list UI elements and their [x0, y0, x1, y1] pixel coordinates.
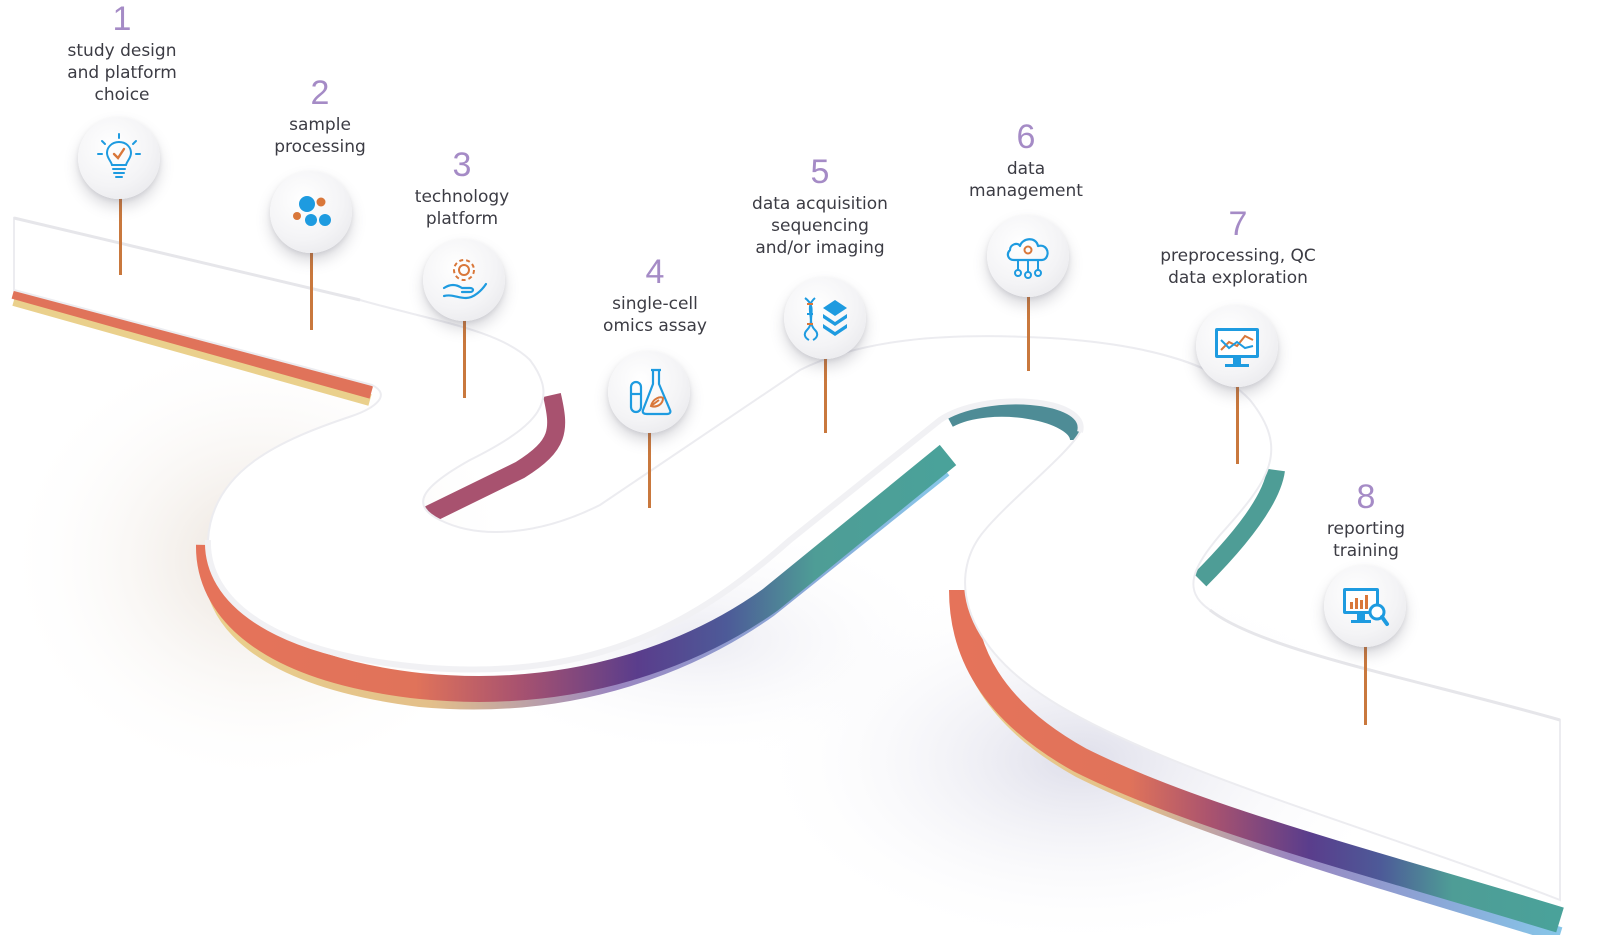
step-number: 6	[1016, 118, 1036, 156]
monitor-chart-icon	[1196, 305, 1278, 387]
gear-hand-icon	[423, 239, 505, 321]
step-7: 7 preprocessing, QC data exploration	[1160, 207, 1316, 289]
step-label: sample processing	[274, 115, 366, 157]
pin-line-3	[463, 318, 466, 398]
step-number: 5	[810, 153, 830, 191]
step-2: 2 sample processing	[274, 76, 366, 158]
step-6: 6 data management	[969, 120, 1083, 202]
lab-flask-icon	[608, 351, 690, 433]
report-magnifier-icon	[1324, 565, 1406, 647]
pin-line-4	[648, 428, 651, 508]
step-number: 7	[1228, 205, 1248, 243]
step-8: 8 reporting training	[1327, 480, 1405, 562]
pin-line-5	[824, 355, 827, 433]
lightbulb-icon	[78, 117, 160, 199]
step-number: 3	[452, 146, 472, 184]
dna-layers-icon	[784, 277, 866, 359]
step-label: reporting training	[1326, 519, 1406, 561]
step-label: study design and platform choice	[67, 41, 177, 105]
pin-line-2	[310, 250, 313, 330]
pin-line-7	[1236, 384, 1239, 464]
step-1: 1 study design and platform choice	[67, 2, 177, 106]
step-number: 8	[1356, 478, 1376, 516]
pin-line-1	[119, 195, 122, 275]
step-label: data acquisition sequencing and/or imagi…	[752, 194, 888, 258]
pin-line-6	[1027, 293, 1030, 371]
step-5: 5 data acquisition sequencing and/or ima…	[752, 155, 888, 259]
step-number: 1	[112, 0, 132, 38]
step-number: 2	[310, 74, 330, 112]
step-3: 3 technology platform	[415, 148, 509, 230]
step-4: 4 single-cell omics assay	[603, 255, 707, 337]
cloud-network-icon	[987, 215, 1069, 297]
step-label: data management	[969, 159, 1083, 201]
step-number: 4	[645, 253, 665, 291]
step-label: technology platform	[414, 187, 510, 229]
step-label: preprocessing, QC data exploration	[1160, 246, 1316, 288]
cells-dots-icon	[270, 171, 352, 253]
pin-line-8	[1364, 645, 1367, 725]
step-label: single-cell omics assay	[603, 294, 707, 336]
